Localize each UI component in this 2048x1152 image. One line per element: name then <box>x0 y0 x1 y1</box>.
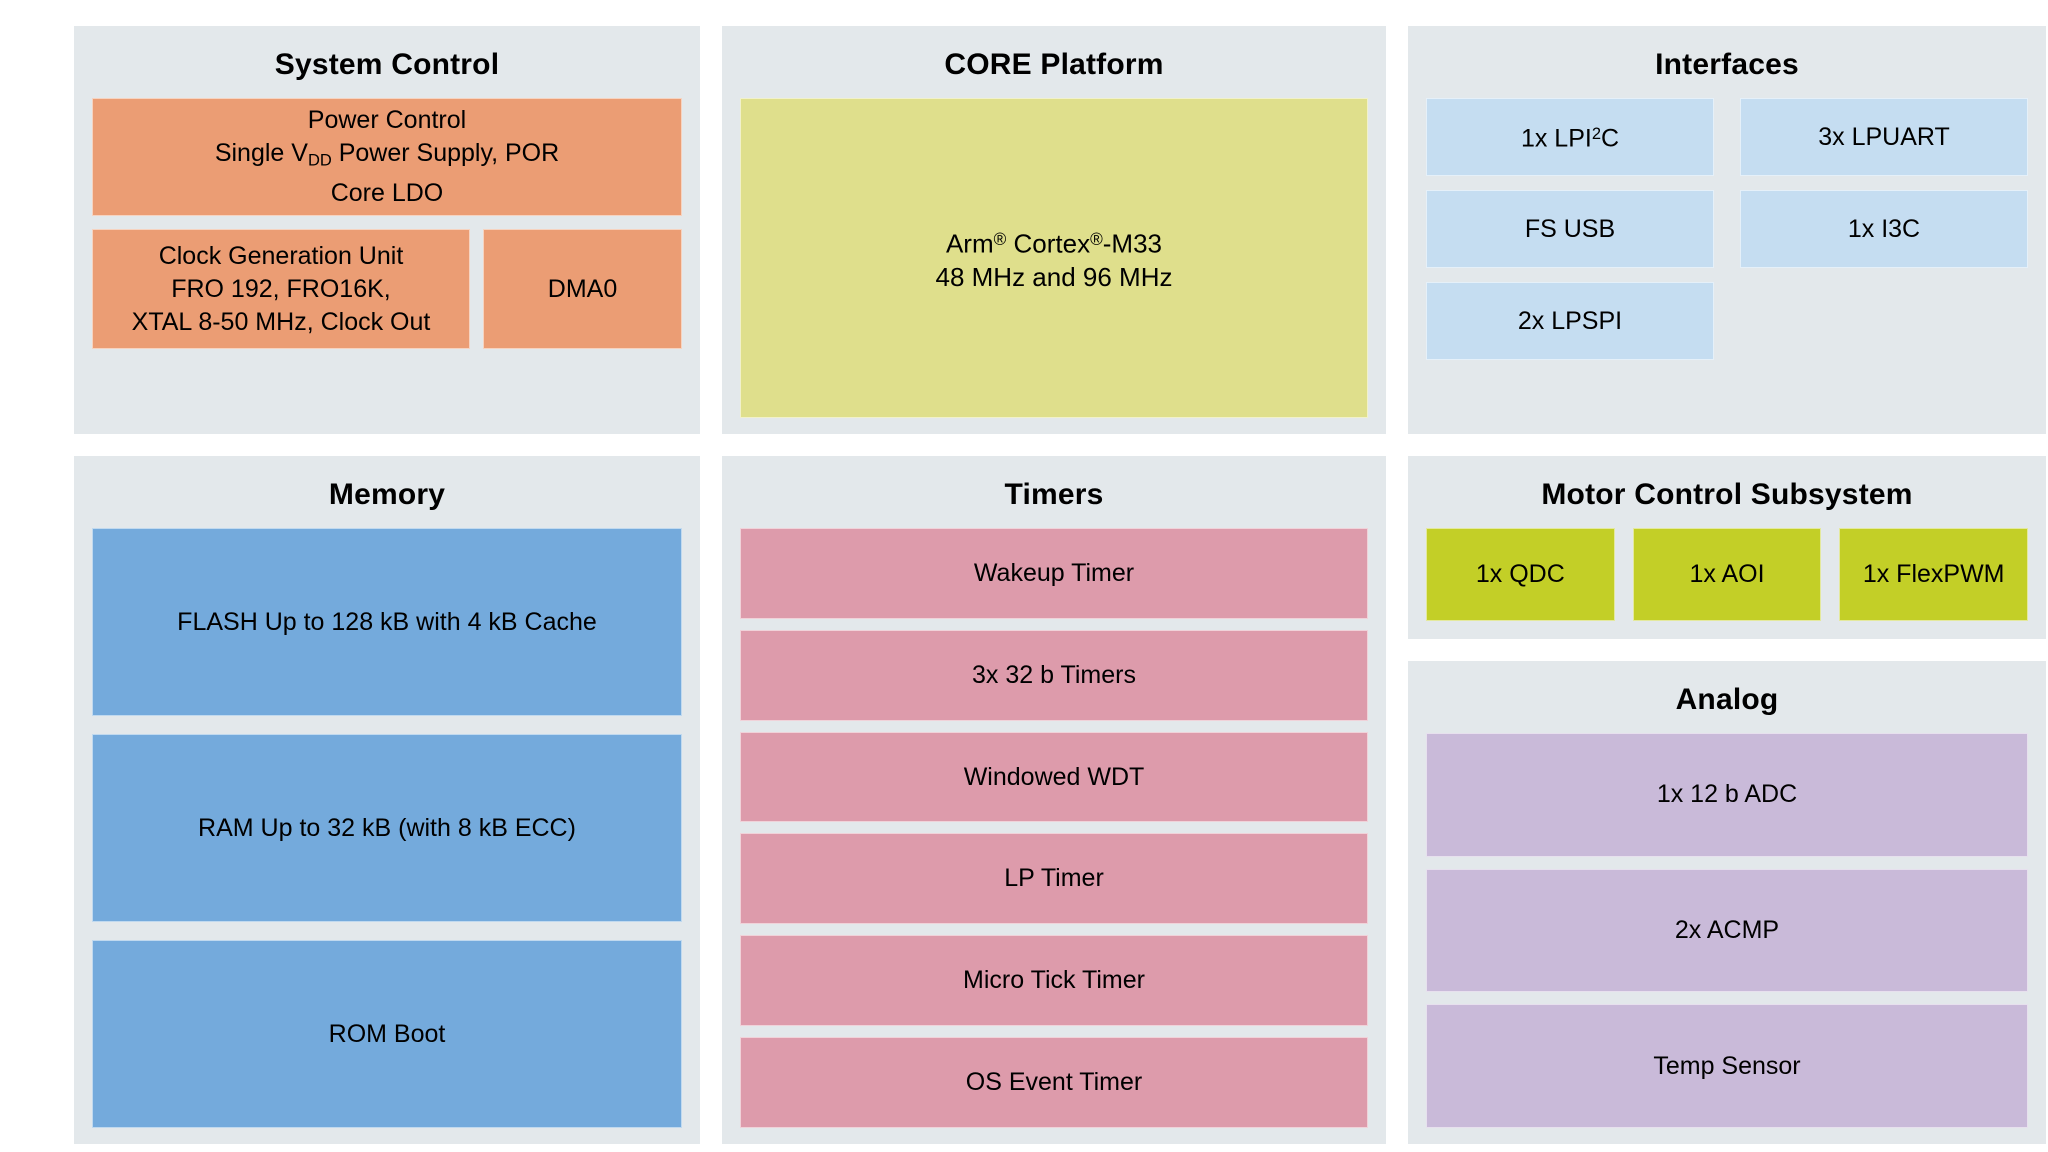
power-control-line-2-subscript: DD <box>307 151 332 170</box>
aoi-label: 1x AOI <box>1689 560 1765 588</box>
panel-motor-control-subsystem: Motor Control Subsystem 1x QDC 1x AOI 1x… <box>1408 456 2046 639</box>
right-column-stack: Motor Control Subsystem 1x QDC 1x AOI 1x… <box>1408 456 2046 1144</box>
flexpwm-label: 1x FlexPWM <box>1862 560 2005 588</box>
panel-title-system-control: System Control <box>274 48 500 81</box>
block-power-control[interactable]: Power Control Single VDD Power Supply, P… <box>92 98 682 216</box>
wakeup-timer-label: Wakeup Timer <box>973 558 1135 587</box>
ram-label: RAM Up to 32 kB (with 8 kB ECC) <box>198 813 576 842</box>
os-event-timer-label: OS Event Timer <box>965 1068 1143 1097</box>
lp-timer-label: LP Timer <box>1004 864 1104 893</box>
block-os-event-timer[interactable]: OS Event Timer <box>740 1037 1368 1128</box>
lpspi-label: 2x LPSPI <box>1517 306 1623 335</box>
lpi2c-superscript: 2 <box>1591 125 1601 144</box>
power-control-line-2-post: Power Supply, POR <box>331 138 560 167</box>
core-line-1-mid: Cortex <box>1006 228 1091 259</box>
block-ram[interactable]: RAM Up to 32 kB (with 8 kB ECC) <box>92 734 682 922</box>
core-line-1-post: -M33 <box>1102 228 1163 259</box>
block-aoi[interactable]: 1x AOI <box>1632 528 1822 621</box>
32b-timers-label: 3x 32 b Timers <box>972 660 1136 689</box>
power-control-line-3: Core LDO <box>330 179 444 208</box>
adc-label: 1x 12 b ADC <box>1656 780 1798 809</box>
panel-interfaces: Interfaces 1x LPI2C 3x LPUART FS USB 1x … <box>1408 26 2046 434</box>
block-fs-usb[interactable]: FS USB <box>1426 190 1714 268</box>
windowed-wdt-label: Windowed WDT <box>963 762 1145 791</box>
cgu-line-2: FRO 192, FRO16K, <box>171 274 391 303</box>
block-flash[interactable]: FLASH Up to 128 kB with 4 kB Cache <box>92 528 682 716</box>
block-adc[interactable]: 1x 12 b ADC <box>1426 733 2028 857</box>
block-32b-timers[interactable]: 3x 32 b Timers <box>740 629 1368 721</box>
timers-body: Wakeup Timer 3x 32 b Timers Windowed WDT… <box>740 528 1368 1128</box>
block-micro-tick-timer[interactable]: Micro Tick Timer <box>740 935 1368 1027</box>
acmp-label: 2x ACMP <box>1674 916 1780 944</box>
lpi2c-post: C <box>1601 124 1620 153</box>
panel-title-interfaces: Interfaces <box>1655 48 1799 81</box>
lpuart-label: 3x LPUART <box>1818 122 1950 151</box>
panel-system-control: System Control Power Control Single VDD … <box>74 26 700 434</box>
power-control-line-1: Power Control <box>307 105 467 134</box>
panel-title-memory: Memory <box>328 478 446 511</box>
system-control-body: Power Control Single VDD Power Supply, P… <box>92 98 682 418</box>
panel-analog: Analog 1x 12 b ADC 2x ACMP Temp Sensor <box>1408 661 2046 1144</box>
dma0-label: DMA0 <box>547 274 618 303</box>
block-qdc[interactable]: 1x QDC <box>1426 528 1615 621</box>
block-clock-generation-unit[interactable]: Clock Generation Unit FRO 192, FRO16K, X… <box>92 229 470 349</box>
system-control-lower-row: Clock Generation Unit FRO 192, FRO16K, X… <box>92 229 682 349</box>
panel-timers: Timers Wakeup Timer 3x 32 b Timers Windo… <box>722 456 1386 1144</box>
lpi2c-text: 1x LPI2C <box>1521 118 1619 155</box>
i3c-label: 1x I3C <box>1847 214 1921 243</box>
temp-sensor-label: Temp Sensor <box>1653 1051 1801 1080</box>
qdc-label: 1x QDC <box>1475 560 1565 588</box>
block-lpspi[interactable]: 2x LPSPI <box>1426 282 1714 360</box>
power-control-line-2-pre: Single V <box>214 138 308 167</box>
block-i3c[interactable]: 1x I3C <box>1740 190 2028 268</box>
block-rom-boot[interactable]: ROM Boot <box>92 940 682 1128</box>
block-dma0[interactable]: DMA0 <box>483 229 682 349</box>
analog-body: 1x 12 b ADC 2x ACMP Temp Sensor <box>1426 733 2028 1129</box>
registered-trademark-icon-2: ® <box>1090 228 1103 249</box>
panel-title-core-platform: CORE Platform <box>944 48 1164 81</box>
block-acmp[interactable]: 2x ACMP <box>1426 868 2028 993</box>
power-control-text: Power Control Single VDD Power Supply, P… <box>215 104 559 211</box>
block-flexpwm[interactable]: 1x FlexPWM <box>1839 528 2029 621</box>
interfaces-grid: 1x LPI2C 3x LPUART FS USB 1x I3C 2x LPSP… <box>1426 98 2028 360</box>
memory-body: FLASH Up to 128 kB with 4 kB Cache RAM U… <box>92 528 682 1128</box>
block-lp-timer[interactable]: LP Timer <box>740 833 1368 925</box>
lpi2c-pre: 1x LPI <box>1520 124 1592 153</box>
core-line-1-pre: Arm <box>945 228 994 259</box>
fs-usb-label: FS USB <box>1524 214 1616 243</box>
panel-title-analog: Analog <box>1675 683 1779 716</box>
flash-label: FLASH Up to 128 kB with 4 kB Cache <box>177 607 597 636</box>
micro-tick-timer-label: Micro Tick Timer <box>963 966 1145 995</box>
block-arm-cortex-m33[interactable]: Arm® Cortex®-M33 48 MHz and 96 MHz <box>740 98 1368 418</box>
panel-core-platform: CORE Platform Arm® Cortex®-M33 48 MHz an… <box>722 26 1386 434</box>
block-lpi2c[interactable]: 1x LPI2C <box>1426 98 1714 176</box>
clock-generation-unit-text: Clock Generation Unit FRO 192, FRO16K, X… <box>132 240 431 339</box>
panel-title-timers: Timers <box>1004 478 1104 511</box>
registered-trademark-icon-1: ® <box>993 228 1007 249</box>
panel-memory: Memory FLASH Up to 128 kB with 4 kB Cach… <box>74 456 700 1144</box>
rom-boot-label: ROM Boot <box>328 1019 446 1048</box>
block-lpuart[interactable]: 3x LPUART <box>1740 98 2028 176</box>
core-block-text: Arm® Cortex®-M33 48 MHz and 96 MHz <box>936 222 1173 295</box>
block-wakeup-timer[interactable]: Wakeup Timer <box>740 528 1368 619</box>
block-windowed-wdt[interactable]: Windowed WDT <box>740 731 1368 823</box>
panel-title-motor-control: Motor Control Subsystem <box>1541 478 1913 511</box>
motor-control-row: 1x QDC 1x AOI 1x FlexPWM <box>1426 528 2029 621</box>
cgu-line-1: Clock Generation Unit <box>158 241 404 270</box>
block-temp-sensor[interactable]: Temp Sensor <box>1426 1004 2028 1129</box>
cgu-line-3: XTAL 8-50 MHz, Clock Out <box>131 307 431 336</box>
core-line-2: 48 MHz and 96 MHz <box>935 262 1173 293</box>
